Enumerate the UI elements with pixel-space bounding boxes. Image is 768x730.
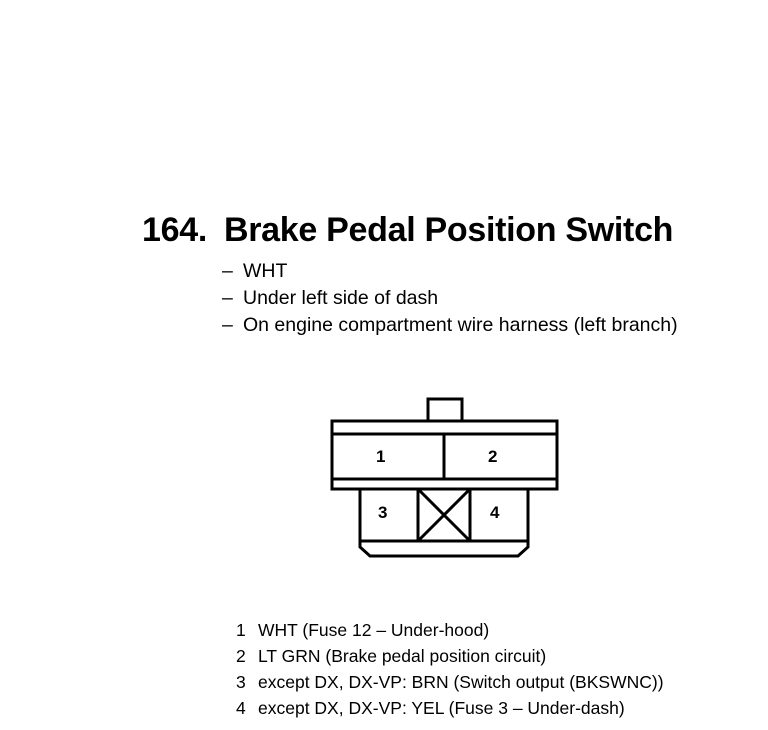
note-color: –WHT	[222, 260, 288, 282]
pin-description: LT GRN (Brake pedal position circuit)	[258, 646, 547, 666]
pin-row: 4 except DX, DX-VP: YEL (Fuse 3 – Under-d…	[236, 695, 664, 721]
pin-number: 1	[236, 620, 246, 640]
cavity-label-3: 3	[378, 503, 387, 522]
diagram-title: 164. Brake Pedal Position Switch	[142, 209, 673, 251]
pin-row: 2 LT GRN (Brake pedal position circuit)	[236, 643, 664, 669]
location-notes: –WHT –Under left side of dash –On engine…	[222, 258, 678, 339]
note-location: –Under left side of dash	[222, 287, 439, 309]
component-number: 164.	[142, 211, 207, 249]
pin-number: 2	[236, 646, 246, 666]
pin-description: except DX, DX-VP: BRN (Switch output (BK…	[258, 672, 664, 692]
pin-number: 3	[236, 672, 246, 692]
pin-description: WHT (Fuse 12 – Under-hood)	[258, 620, 490, 640]
pin-row: 1 WHT (Fuse 12 – Under-hood)	[236, 617, 664, 643]
component-name: Brake Pedal Position Switch	[224, 211, 674, 249]
note-harness: –On engine compartment wire harness (lef…	[222, 314, 678, 336]
cavity-label-4: 4	[490, 503, 500, 522]
pin-description: except DX, DX-VP: YEL (Fuse 3 – Under-da…	[258, 698, 625, 718]
pin-row: 3 except DX, DX-VP: BRN (Switch output (B…	[236, 669, 664, 695]
pin-number: 4	[236, 698, 246, 718]
cavity-label-1: 1	[376, 447, 385, 466]
connector-lower-body	[358, 489, 530, 558]
connector-lock-tab	[426, 397, 464, 423]
pin-list: 1 WHT (Fuse 12 – Under-hood) 2 LT GRN (Bra…	[236, 617, 664, 721]
blank-cavity	[416, 487, 472, 543]
cavity-label-2: 2	[488, 447, 497, 466]
